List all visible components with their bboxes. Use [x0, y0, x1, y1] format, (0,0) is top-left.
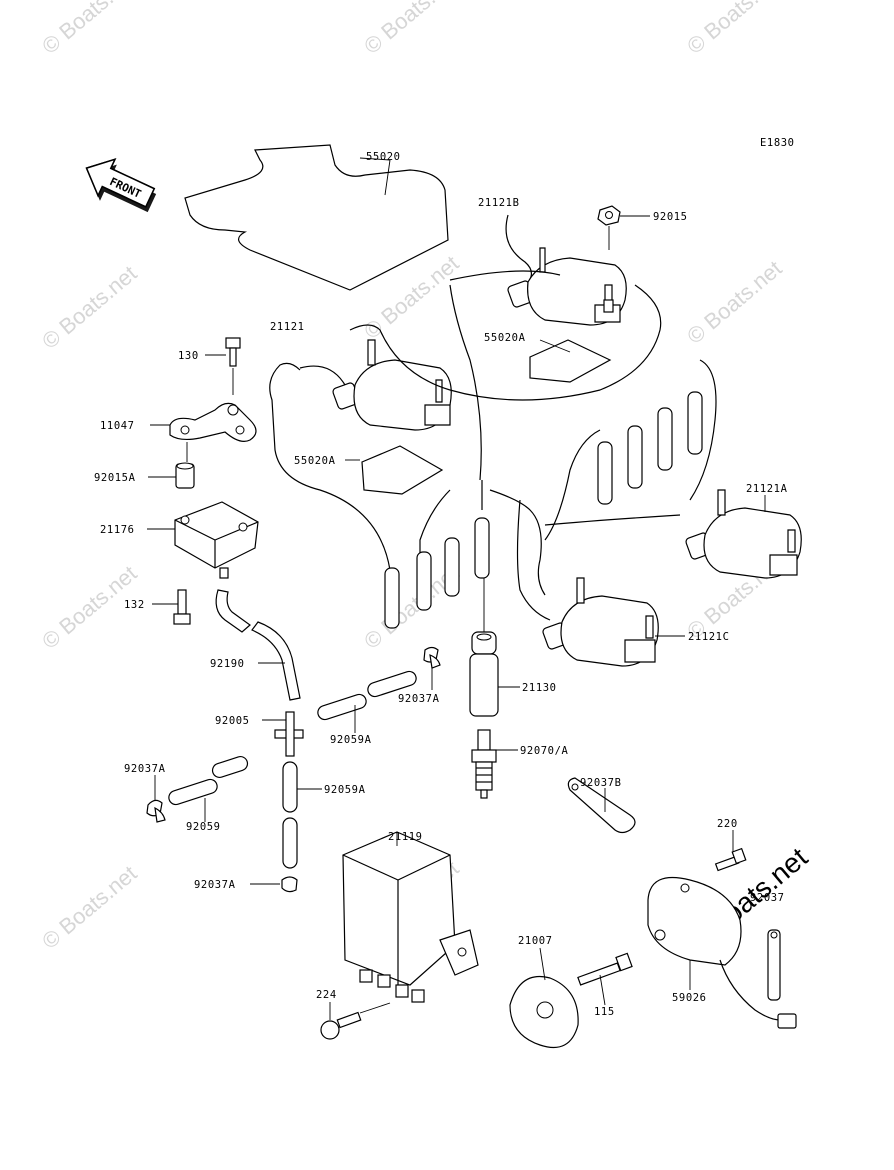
spark-plug-92070 — [471, 729, 518, 799]
label-92059A-mid: 92059A — [324, 784, 366, 796]
watermark: © Boats.net — [37, 0, 141, 59]
label-11047: 11047 — [100, 420, 135, 432]
clip-92037A-bottom — [250, 876, 298, 893]
nut-92015 — [597, 205, 650, 250]
rotor-21007 — [509, 947, 579, 1049]
label-21121: 21121 — [270, 321, 305, 333]
front-arrow-icon: FRONT — [85, 158, 157, 213]
label-92037A-top: 92037A — [398, 693, 440, 705]
hose-92059A-mid — [282, 761, 322, 869]
label-92015: 92015 — [653, 211, 688, 223]
strap-92037B — [567, 777, 636, 834]
label-21176: 21176 — [100, 524, 135, 536]
label-92037B: 92037B — [580, 777, 622, 789]
label-21121A: 21121A — [746, 483, 788, 495]
diagram-code: E1830 — [760, 137, 795, 149]
watermark: © Boats.net — [37, 261, 141, 354]
label-59026: 59026 — [672, 992, 707, 1004]
hose-92190 — [215, 589, 301, 701]
watermark: © Boats.net — [682, 0, 786, 59]
bracket-11047 — [150, 402, 257, 462]
clip-92037A-top — [423, 646, 441, 690]
bolt-224 — [320, 1002, 391, 1040]
label-92059A-top: 92059A — [330, 734, 372, 746]
bolt-130 — [205, 337, 241, 395]
clip-92037A-left — [146, 775, 166, 823]
collar-92015A — [148, 462, 195, 489]
label-220: 220 — [717, 818, 738, 830]
watermark: © Boats.net — [37, 861, 141, 954]
label-92190: 92190 — [210, 658, 245, 670]
pad-55020 — [184, 144, 449, 291]
label-92070A: 92070/A — [520, 745, 569, 757]
bolt-220 — [714, 830, 747, 872]
pad-55020A-mid — [345, 445, 444, 495]
plug-cap-21130 — [469, 578, 520, 717]
part-labels: 55020 21121B 92015 55020A 21121 130 1104… — [94, 151, 788, 1018]
label-92015A: 92015A — [94, 472, 136, 484]
label-130: 130 — [178, 350, 199, 362]
hose-92059A-top — [317, 670, 417, 733]
label-55020A-mid: 55020A — [294, 455, 336, 467]
ignitor-21176 — [147, 501, 259, 579]
label-92005: 92005 — [215, 715, 250, 727]
watermark: © Boats.net — [359, 0, 463, 59]
bolt-115 — [577, 952, 633, 1006]
hose-92059 — [168, 756, 249, 822]
label-92037: 92037 — [750, 892, 785, 904]
label-92059: 92059 — [186, 821, 221, 833]
ignition-coil-21121 — [269, 339, 452, 571]
label-21007: 21007 — [518, 935, 553, 947]
hv-wires — [349, 270, 717, 621]
label-92037A-bottom: 92037A — [194, 879, 236, 891]
label-55020: 55020 — [366, 151, 401, 163]
label-132: 132 — [124, 599, 145, 611]
label-224: 224 — [316, 989, 337, 1001]
label-21119: 21119 — [388, 831, 423, 843]
pad-55020A-top — [529, 339, 612, 383]
label-21130: 21130 — [522, 682, 557, 694]
bolt-132 — [152, 589, 191, 625]
ignition-coil-21121A — [685, 489, 802, 579]
watermark: © Boats.net — [682, 256, 786, 349]
plug-caps — [384, 391, 703, 629]
fitting-92005 — [262, 711, 304, 757]
ignition-coil-21121B — [505, 214, 627, 326]
pickup-coil-59026 — [647, 876, 797, 1029]
label-55020A-top: 55020A — [484, 332, 526, 344]
cdi-unit-21119 — [342, 831, 479, 1003]
label-21121C: 21121C — [688, 631, 730, 643]
label-21121B: 21121B — [478, 197, 520, 209]
clamp-92037 — [767, 929, 781, 1001]
ignition-coil-21121C — [542, 577, 685, 667]
label-115: 115 — [594, 1006, 615, 1018]
label-92037A-left: 92037A — [124, 763, 166, 775]
